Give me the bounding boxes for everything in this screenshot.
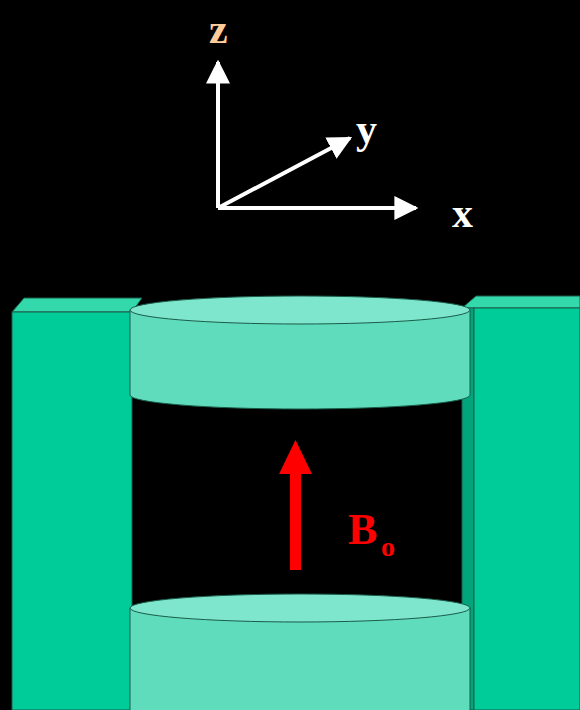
- field-symbol: B: [348, 508, 377, 552]
- pillar-top: [12, 298, 142, 312]
- bottom-pole-piece: [130, 594, 470, 710]
- axis-label: x: [452, 192, 473, 234]
- right-pillar: [462, 296, 580, 710]
- top-pole-piece: [130, 296, 470, 409]
- cylinder-top: [130, 594, 470, 622]
- left-pillar: [12, 298, 142, 710]
- axis-label: z: [209, 8, 228, 50]
- cylinder-body: [130, 608, 470, 710]
- cylinder-body: [130, 310, 470, 409]
- pillar-front: [474, 308, 580, 710]
- arrow-shaft: [290, 472, 301, 570]
- x-axis: [218, 206, 416, 210]
- field-arrow: [279, 440, 312, 570]
- z-axis: [216, 62, 220, 208]
- axis-label: y: [356, 108, 377, 150]
- y-axis: [218, 138, 350, 208]
- axes: [218, 62, 416, 208]
- field-subscript: o: [381, 533, 395, 561]
- arrow-head: [279, 440, 312, 474]
- pillar-front: [12, 312, 132, 710]
- pillar-top: [462, 296, 580, 308]
- cylinder-top: [130, 296, 470, 324]
